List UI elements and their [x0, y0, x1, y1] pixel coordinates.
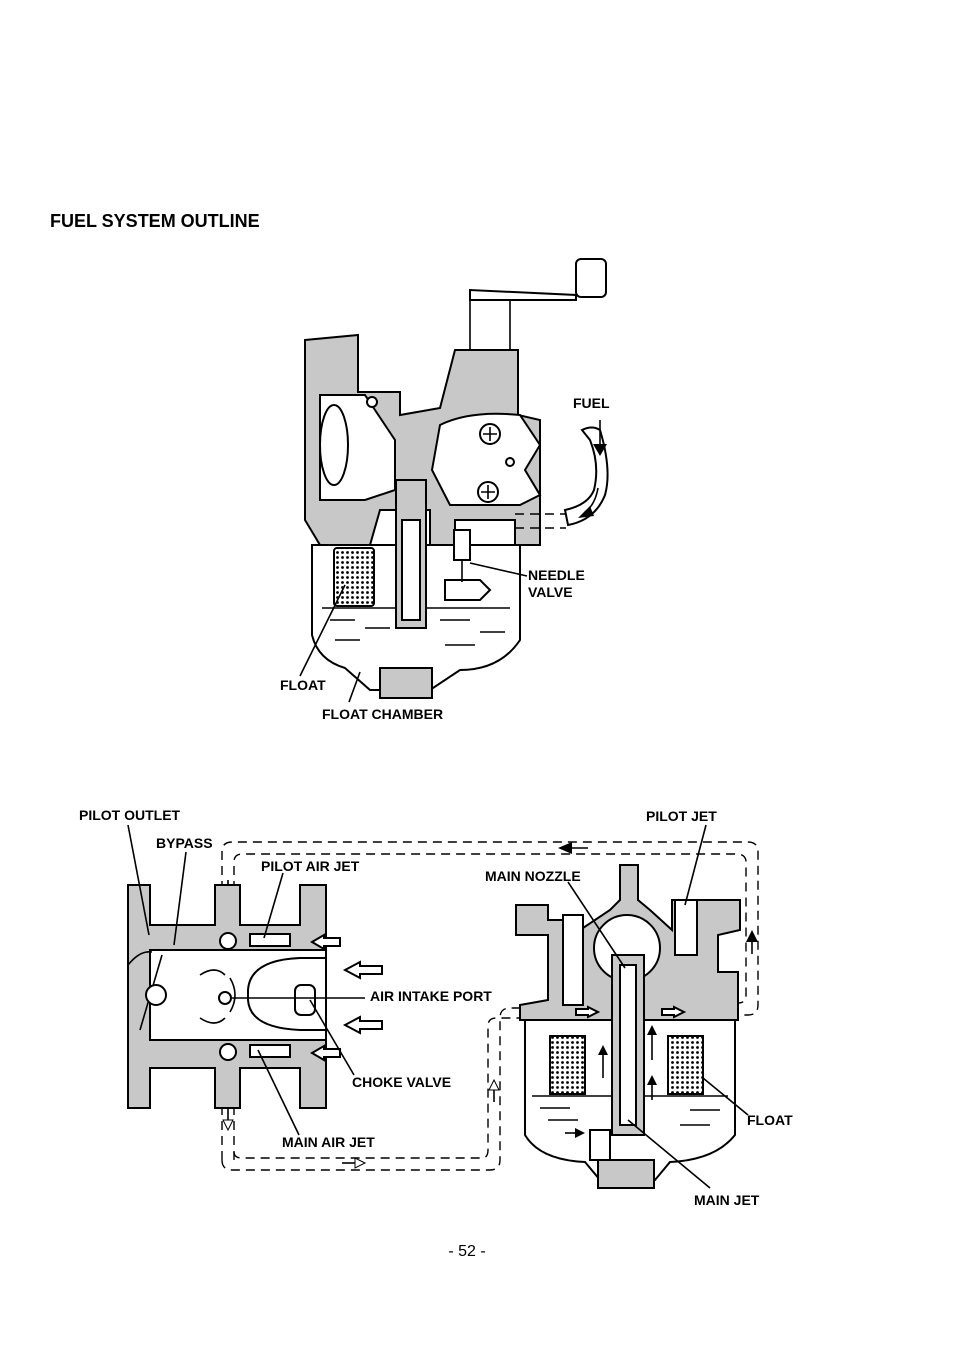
label-bypass: BYPASS	[156, 835, 213, 851]
bottom-leader-lines	[127, 824, 749, 1189]
label-float-chamber: FLOAT CHAMBER	[322, 706, 443, 722]
top-carburetor-drawing	[304, 258, 609, 699]
label-main-air-jet: MAIN AIR JET	[282, 1134, 375, 1150]
label-main-nozzle: MAIN NOZZLE	[485, 868, 581, 884]
bottom-right-carburetor-drawing	[515, 864, 741, 1189]
label-fuel: FUEL	[573, 395, 610, 411]
label-choke-valve: CHOKE VALVE	[352, 1074, 451, 1090]
top-leader-lines	[299, 562, 528, 703]
page-title: FUEL SYSTEM OUTLINE	[50, 211, 260, 231]
page-number: - 52 -	[448, 1243, 486, 1260]
label-pilot-outlet: PILOT OUTLET	[79, 807, 181, 823]
label-pilot-jet: PILOT JET	[646, 808, 717, 824]
label-float-top: FLOAT	[280, 677, 326, 693]
label-main-jet: MAIN JET	[694, 1192, 760, 1208]
bottom-left-carburetor-drawing	[127, 884, 383, 1109]
flow-path	[221, 841, 759, 1171]
label-air-intake-port: AIR INTAKE PORT	[370, 988, 492, 1004]
label-pilot-air-jet: PILOT AIR JET	[261, 858, 360, 874]
label-needle-valve-line2: VALVE	[528, 584, 573, 600]
label-needle-valve-line1: NEEDLE	[528, 567, 585, 583]
label-float-bottom: FLOAT	[747, 1112, 793, 1128]
